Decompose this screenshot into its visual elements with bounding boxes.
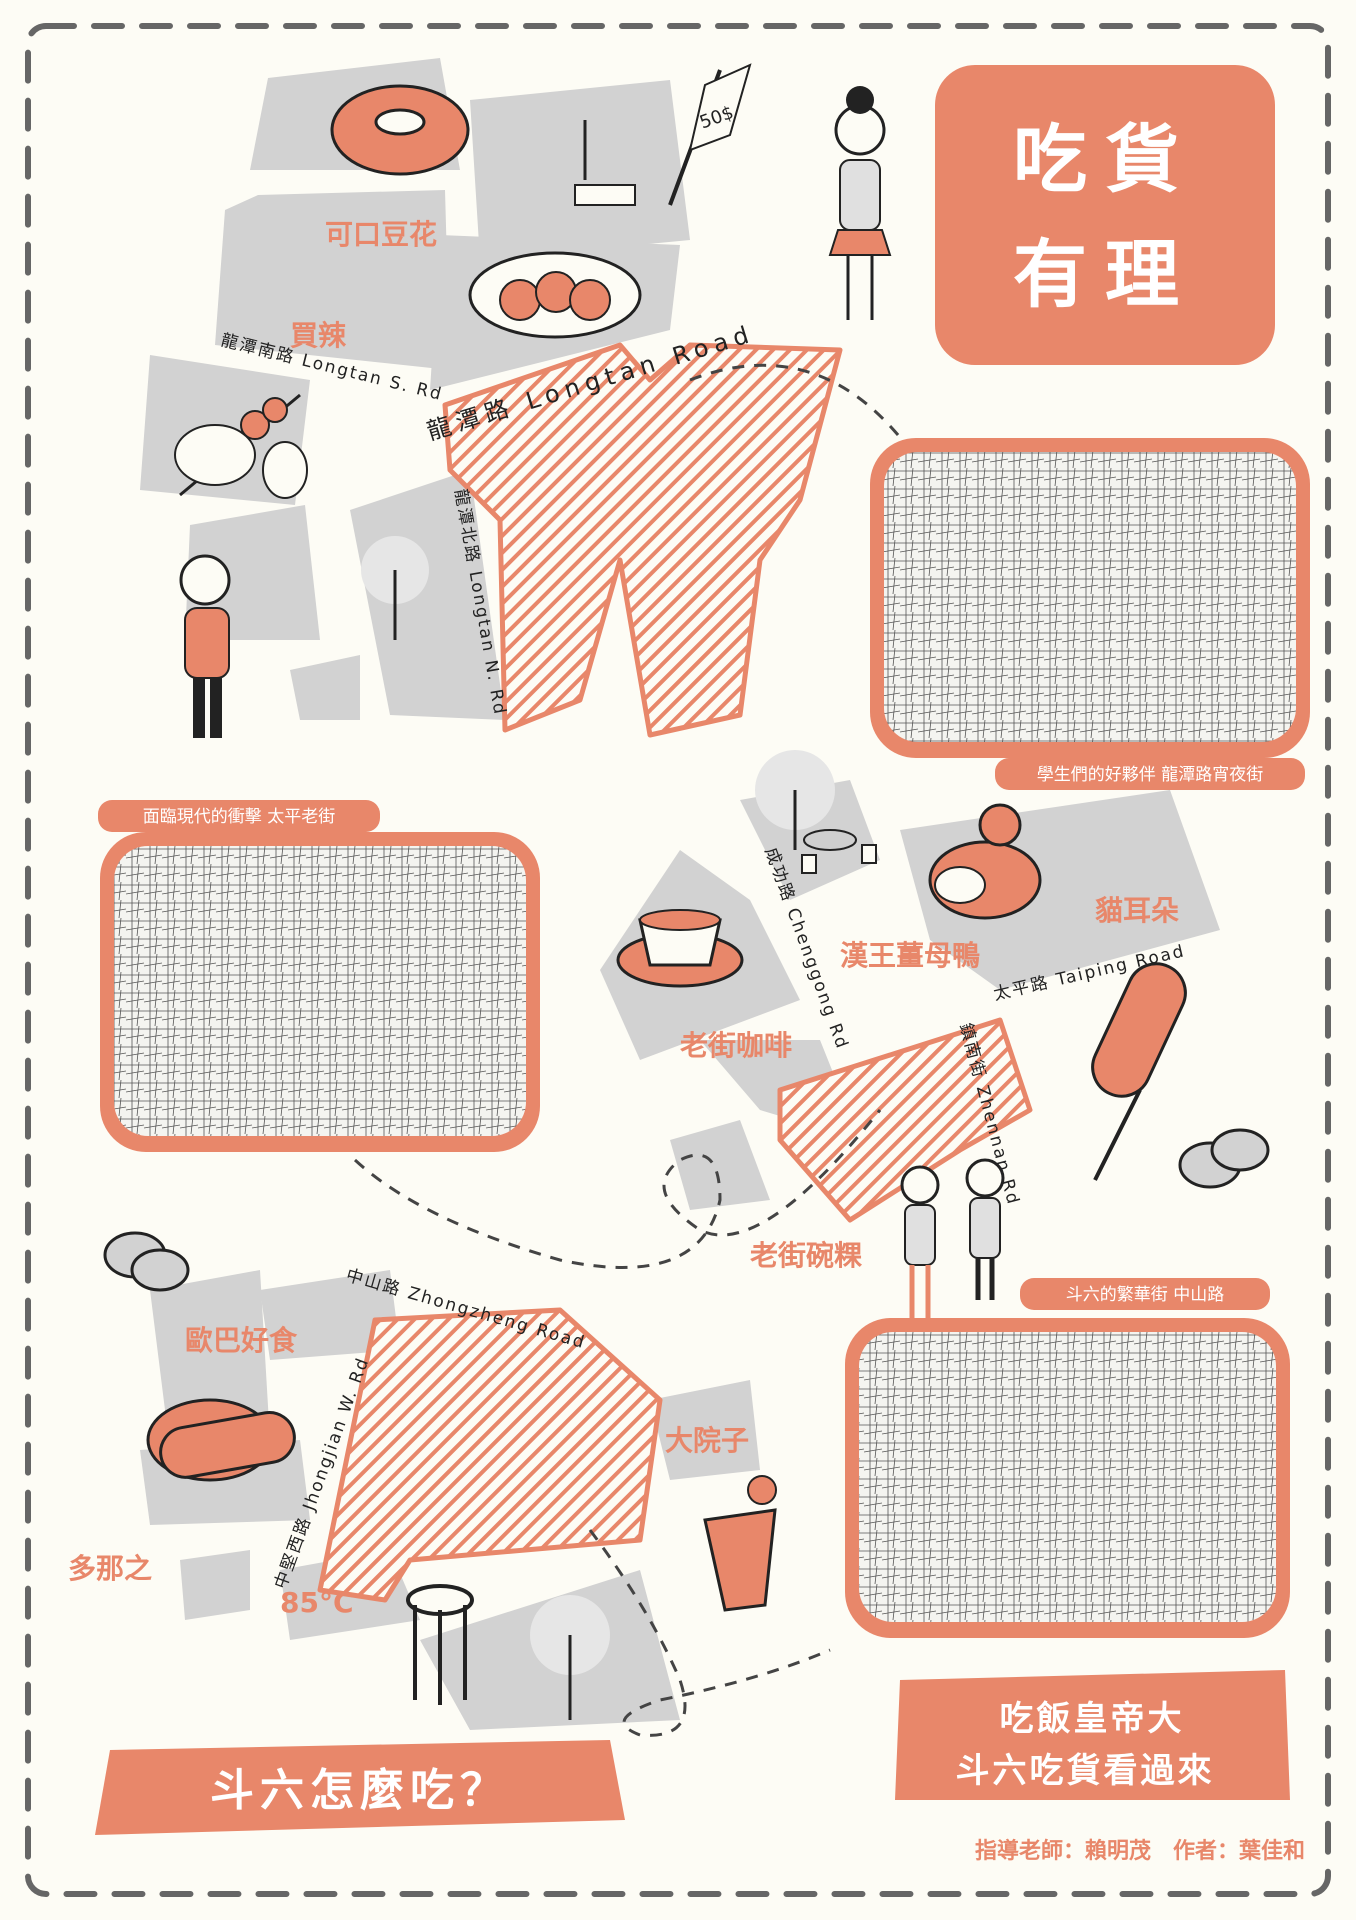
place-dayuanzi: 大院子 [665, 1424, 749, 1457]
price-flag-icon: 50$ [668, 63, 752, 206]
photo-caption: 面臨現代的衝擊 太平老街 [143, 807, 335, 827]
block [260, 1270, 400, 1360]
photo-zhongshan-road: 斗六的繁華街 中山路 [845, 1278, 1290, 1638]
tree-icon [755, 750, 835, 850]
coins-icon [103, 1231, 190, 1292]
place-ouba-haoshi: 歐巴好食 [185, 1324, 298, 1357]
fried-chicken-plate-icon [468, 251, 642, 339]
corn-dog-icon [1091, 962, 1187, 1181]
coffee-cup-icon [616, 909, 744, 988]
block [185, 505, 320, 640]
place-laojie-kafei: 老街咖啡 [680, 1029, 792, 1062]
block [650, 1380, 760, 1480]
credits: 指導老師：賴明茂 作者：葉佳和 [975, 1838, 1305, 1864]
stool-icon [406, 1584, 474, 1705]
bottom-title: 斗六怎麼吃？ [210, 1765, 510, 1816]
place-hanwang-muya: 漢王薑母鴨 [840, 939, 980, 972]
photo-caption: 學生們的好夥伴 龍潭路宵夜街 [1037, 765, 1263, 785]
photo-taiping-old-street: 面臨現代的衝擊 太平老街 [98, 800, 540, 1152]
bread-icon [146, 1398, 296, 1482]
block [180, 1550, 250, 1620]
title-block: 吃貨 有理 [935, 65, 1275, 365]
district-taiping [777, 1017, 1033, 1223]
block [215, 190, 450, 370]
bench-icon [574, 184, 636, 206]
tree-icon [557, 92, 613, 180]
girl-holding-skewer-icon [828, 86, 892, 320]
district-zhongshan [317, 1307, 663, 1603]
poster-border [25, 23, 1331, 1897]
route-top [689, 363, 912, 451]
block [350, 470, 505, 720]
place-laojie-wangguo: 老街碗粿 [750, 1239, 863, 1272]
slogan-line1: 吃飯皇帝大 [1000, 1699, 1185, 1739]
title-line1: 吃貨 [1013, 117, 1197, 203]
place-mai-la: 買辣 [290, 319, 347, 352]
coins-icon [1178, 1128, 1270, 1189]
title-line2: 有理 [1013, 232, 1197, 318]
district-longtan [442, 342, 843, 738]
tree-icon [361, 536, 429, 640]
block [470, 80, 690, 260]
drink-cup-icon [703, 1475, 777, 1612]
duck-icon [928, 803, 1042, 920]
skewer-icon [174, 393, 308, 499]
block [670, 1120, 770, 1210]
place-duonazhi: 多那之 [68, 1552, 152, 1585]
bottom-title-block: 斗六怎麼吃？ [95, 1740, 625, 1835]
place-maoerduo: 貓耳朵 [1095, 894, 1179, 927]
place-kekou-douhua: 可口豆花 [325, 218, 437, 251]
route-bottom [588, 1529, 831, 1737]
block [290, 655, 360, 720]
slogan-line2: 斗六吃貨看過來 [956, 1751, 1215, 1791]
block [900, 790, 1220, 990]
slogan-block: 吃飯皇帝大 斗六吃貨看過來 [895, 1670, 1290, 1800]
place-85c: 85°C [280, 1586, 354, 1619]
tree-icon [530, 1595, 610, 1720]
photo-caption: 斗六的繁華街 中山路 [1066, 1285, 1224, 1305]
donut-icon [330, 84, 470, 176]
woman-with-baby-icon [179, 554, 231, 738]
table-stools-icon [801, 829, 877, 874]
two-girls-icon [900, 1158, 1005, 1320]
route-middle [353, 1109, 882, 1269]
photo-longtan-night-market: 學生們的好夥伴 龍潭路宵夜街 [870, 438, 1310, 790]
